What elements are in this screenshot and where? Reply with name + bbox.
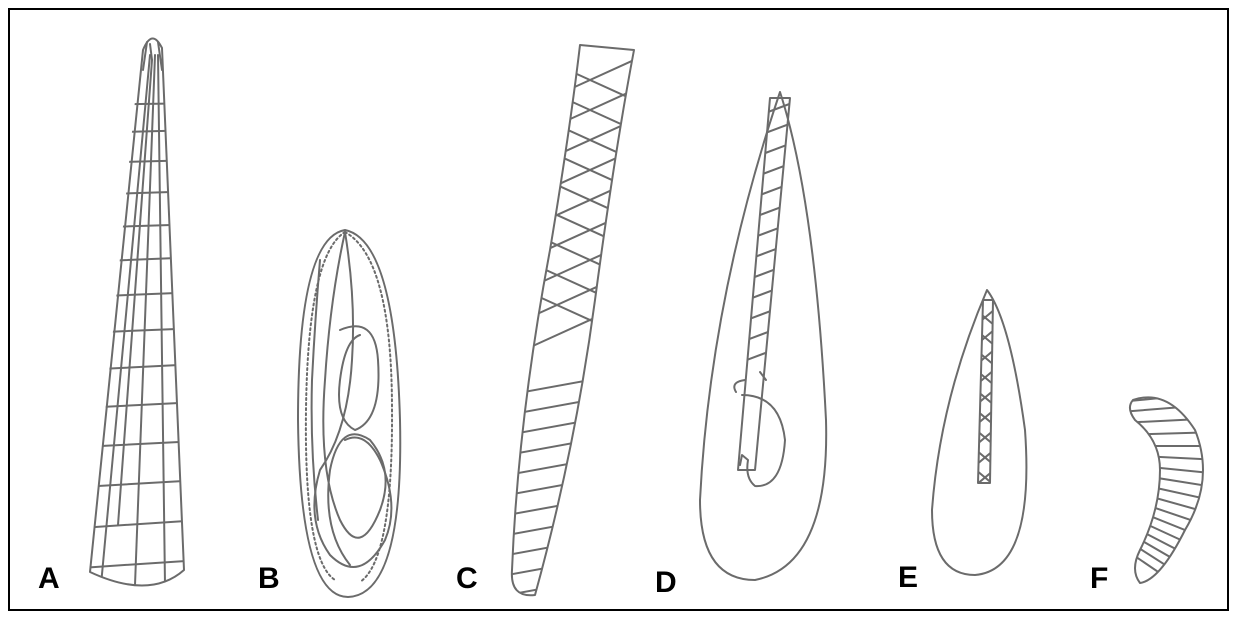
specimen-a-outline	[90, 38, 184, 585]
panel-label-a: A	[38, 564, 60, 594]
specimen-a	[80, 38, 200, 585]
specimen-f-rings	[1120, 392, 1220, 614]
specimen-b	[298, 230, 400, 597]
specimen-d-body	[738, 98, 790, 470]
panel-label-c: C	[456, 564, 478, 594]
specimen-d	[700, 92, 826, 580]
panel-label-b: B	[258, 564, 280, 594]
specimen-d-striations	[720, 100, 800, 370]
specimen-b-coil-2	[314, 232, 391, 567]
panel-label-e: E	[898, 563, 918, 593]
specimen-d-sheath	[700, 92, 826, 580]
specimen-e	[932, 290, 1026, 575]
panel-label-f: F	[1090, 564, 1108, 594]
specimen-f	[1120, 392, 1220, 614]
panel-label-d: D	[655, 568, 677, 598]
specimen-c	[480, 30, 700, 620]
specimen-b-coil-4	[312, 260, 320, 520]
specimen-e-hatch	[970, 305, 1000, 490]
